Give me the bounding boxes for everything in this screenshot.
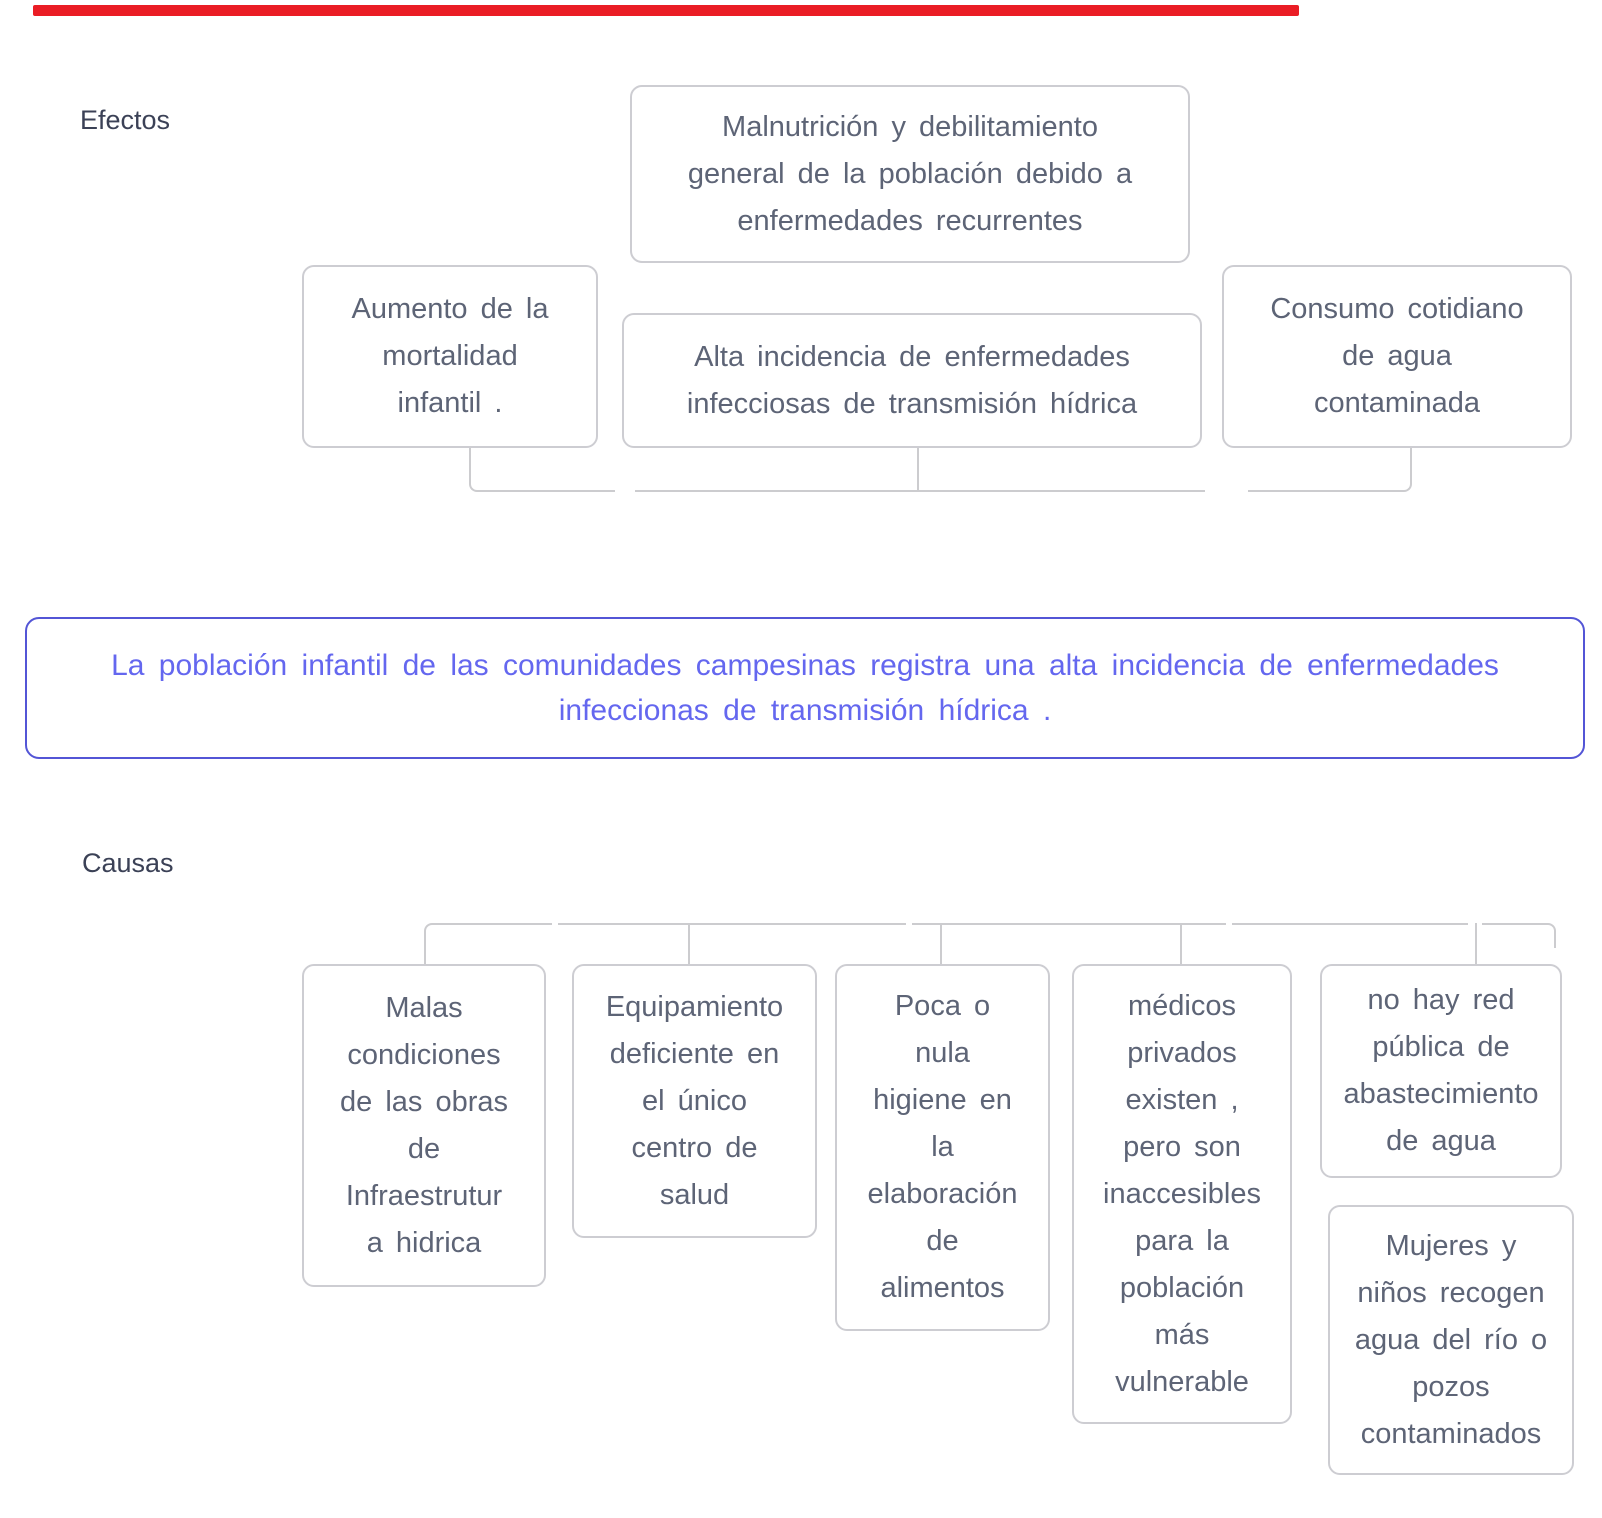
causes-connector-seg3 [912, 923, 1226, 925]
effect-node-consumption[interactable]: Consumo cotidiano de agua contaminada [1222, 265, 1572, 448]
effect-node-incidence-text: Alta incidencia de enfermedades infeccio… [686, 340, 1138, 420]
causes-connector-stub4 [1180, 923, 1182, 964]
cause-node-health-center-text: Equipamiento deficiente en el único cent… [605, 990, 784, 1211]
central-problem-text: La población infantil de las comunidades… [111, 649, 1499, 727]
causes-connector-seg1 [424, 923, 552, 964]
effect-node-mortality[interactable]: Aumento de la mortalidad infantil . [302, 265, 598, 448]
effect-node-incidence[interactable]: Alta incidencia de enfermedades infeccio… [622, 313, 1202, 448]
effect-node-malnutrition[interactable]: Malnutrición y debilitamiento general de… [630, 85, 1190, 263]
cause-node-hygiene[interactable]: Poca o nula higiene en la elaboración de… [835, 964, 1050, 1331]
video-progress-bar [33, 5, 1299, 16]
cause-node-infrastructure-text: Malas condiciones de las obras de Infrae… [340, 991, 508, 1259]
cause-node-private-doctors[interactable]: médicos privados existen , pero son inac… [1072, 964, 1292, 1424]
cause-node-contaminated-wells[interactable]: Mujeres y niños recogen agua del río o p… [1328, 1205, 1574, 1475]
effect-node-malnutrition-text: Malnutrición y debilitamiento general de… [687, 110, 1133, 237]
causes-connector-seg5 [1482, 923, 1556, 948]
causes-section-label[interactable]: Causas [82, 848, 174, 878]
effect-node-consumption-text: Consumo cotidiano de agua contaminada [1270, 293, 1524, 419]
causes-connector-stub3 [940, 923, 942, 964]
central-problem-node[interactable]: La población infantil de las comunidades… [25, 617, 1585, 759]
causes-connector-stub5 [1475, 923, 1477, 964]
effects-connector-center-stub [917, 448, 919, 490]
causes-connector-seg2 [558, 923, 906, 925]
causes-connector-stub2 [688, 923, 690, 964]
effects-section-label[interactable]: Efectos [80, 105, 171, 135]
cause-node-no-water-network[interactable]: no hay red pública de abastecimiento de … [1320, 964, 1562, 1178]
effects-connector-right [1248, 448, 1412, 492]
cause-node-no-water-network-text: no hay red pública de abastecimiento de … [1343, 984, 1539, 1157]
effect-node-mortality-text: Aumento de la mortalidad infantil . [351, 293, 549, 419]
cause-node-hygiene-text: Poca o nula higiene en la elaboración de… [867, 990, 1018, 1304]
cause-node-private-doctors-text: médicos privados existen , pero son inac… [1103, 989, 1261, 1398]
cause-node-health-center[interactable]: Equipamiento deficiente en el único cent… [572, 964, 817, 1238]
causes-connector-seg4 [1232, 923, 1468, 925]
effects-connector-left [469, 448, 615, 492]
cause-node-contaminated-wells-text: Mujeres y niños recogen agua del río o p… [1354, 1229, 1548, 1450]
cause-node-infrastructure[interactable]: Malas condiciones de las obras de Infrae… [302, 964, 546, 1287]
effects-connector-center-bus [635, 490, 1205, 492]
